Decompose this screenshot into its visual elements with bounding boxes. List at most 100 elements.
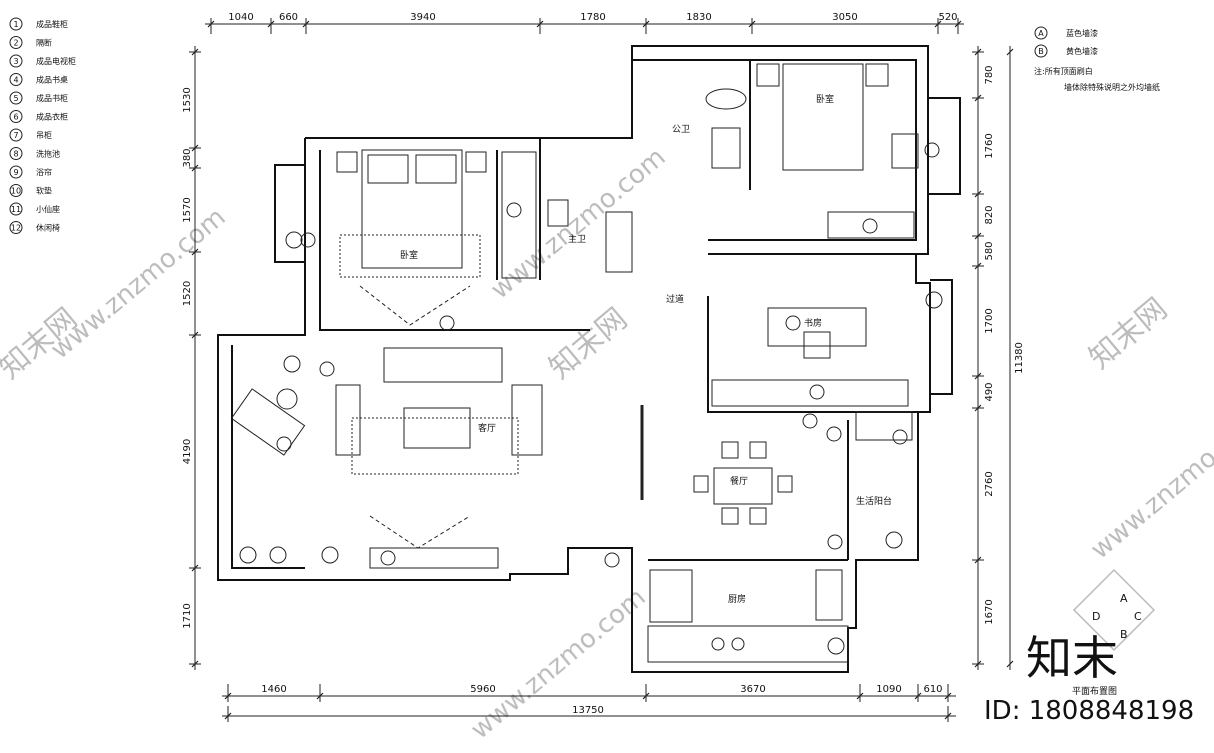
legend-markers — [276, 142, 940, 568]
legend-number: 11 — [11, 205, 21, 214]
bookcase-study — [711, 379, 909, 407]
dimension-label: 1710 — [182, 603, 193, 628]
room-label-guest-bath: 公卫 — [672, 124, 690, 135]
dimension-label: 1460 — [261, 684, 286, 695]
room-label-dining: 餐厅 — [730, 475, 748, 487]
dimension-label: 1830 — [686, 12, 711, 23]
dimension-label: 1570 — [182, 197, 193, 222]
compass-icon: A B C D — [1072, 568, 1156, 652]
dining-chair-2 — [749, 441, 767, 459]
legend-number: 12 — [11, 224, 21, 233]
legend-text: 洗拖池 — [36, 149, 60, 159]
desk-chair-second — [891, 133, 919, 169]
dimension-label: 1670 — [984, 599, 995, 624]
rug-master — [339, 234, 481, 278]
compass-letter-b: B — [1120, 628, 1128, 641]
legend-number-circle — [9, 110, 23, 123]
legend-number: 1 — [13, 20, 18, 29]
wall-legend-mark: B — [1038, 47, 1044, 56]
legend-text: 休闲椅 — [36, 223, 60, 233]
bed-master — [361, 149, 463, 269]
legend-number-circle — [9, 147, 23, 160]
dimension-label: 490 — [984, 382, 995, 401]
pillow-right — [415, 154, 457, 184]
plant-icon — [321, 546, 339, 564]
notes: 注:所有顶面刷白 墙体除特殊说明之外均墙纸 — [1034, 66, 1160, 92]
sofa-back — [383, 347, 503, 383]
wall-marker-a — [827, 534, 843, 550]
nightstand-second-right — [865, 63, 889, 87]
legend-number: 3 — [13, 57, 18, 66]
legend-number-circle — [9, 54, 23, 68]
legend-number-circle — [9, 17, 23, 31]
item-marker-5 — [809, 384, 825, 400]
plant-icon — [283, 355, 301, 373]
bay-window-left — [274, 164, 305, 263]
watermark-site: www.znzmo.com — [485, 142, 671, 305]
chair-study — [803, 331, 831, 359]
armchairs-left — [335, 384, 361, 456]
tv-view-lines-bedroom — [359, 285, 471, 326]
wall-outline — [217, 45, 931, 673]
dimension-label: 5960 — [470, 684, 495, 695]
item-marker-1 — [604, 552, 620, 568]
wall-study — [707, 296, 918, 413]
legend-number-circle — [9, 91, 23, 105]
item-marker-4 — [924, 142, 940, 158]
plant-icon — [827, 637, 845, 655]
wall-legend-item: B 黄色墙漆 — [1034, 44, 1098, 58]
watermark-brand: 知末 — [1026, 631, 1118, 685]
room-label-living: 客厅 — [478, 422, 496, 434]
legend-text: 成品书柜 — [36, 93, 68, 103]
dimension-label: 3940 — [410, 12, 435, 23]
watermark-site: www.znzmo.com — [465, 582, 651, 745]
dining-chair-5 — [693, 475, 709, 493]
legend-number-circle — [9, 202, 23, 216]
watermark-site: www.znzmo.com — [1085, 402, 1214, 565]
dimension-label: 4190 — [182, 439, 193, 464]
plants — [239, 231, 943, 655]
dining-chair-6 — [777, 475, 793, 493]
legend-number: 2 — [13, 39, 18, 48]
legend-number: 5 — [13, 94, 18, 103]
wall-living-left — [231, 345, 305, 569]
legend-text: 成品书桌 — [36, 75, 68, 85]
item-marker-2 — [276, 436, 292, 452]
dimension-label: 580 — [984, 241, 995, 260]
legend-item: 4 成品书桌 — [9, 73, 68, 86]
legend-text: 软垫 — [36, 186, 52, 196]
room-label-corridor: 过道 — [666, 293, 684, 305]
legend-number-circle — [9, 165, 23, 179]
legend-text: 浴帘 — [36, 167, 52, 177]
dining-table — [713, 467, 773, 505]
rug-living — [351, 417, 519, 475]
legend-item: 12 休闲椅 — [9, 221, 60, 234]
item-marker-8 — [892, 429, 908, 445]
dimension-label: 1520 — [182, 281, 193, 306]
plant-icon — [925, 291, 943, 309]
legend-number-circle — [9, 128, 23, 142]
legend-number-circle — [9, 221, 23, 234]
watermark-net: 知末网 — [1083, 291, 1174, 376]
wall-legend-circle — [1034, 44, 1048, 58]
legend-number: 4 — [13, 76, 18, 85]
watermark-net: 知末网 — [543, 301, 634, 386]
wall-legend-text: 黄色墙漆 — [1066, 46, 1098, 56]
bay-window-study — [930, 279, 953, 395]
dimension-label: 1700 — [984, 308, 995, 333]
tv-cabinet — [369, 547, 499, 569]
legend-text: 成品电视柜 — [36, 56, 76, 66]
dining-chair-3 — [721, 507, 739, 525]
room-label-kitchen: 厨房 — [728, 593, 746, 605]
item-marker-1 — [300, 232, 316, 248]
